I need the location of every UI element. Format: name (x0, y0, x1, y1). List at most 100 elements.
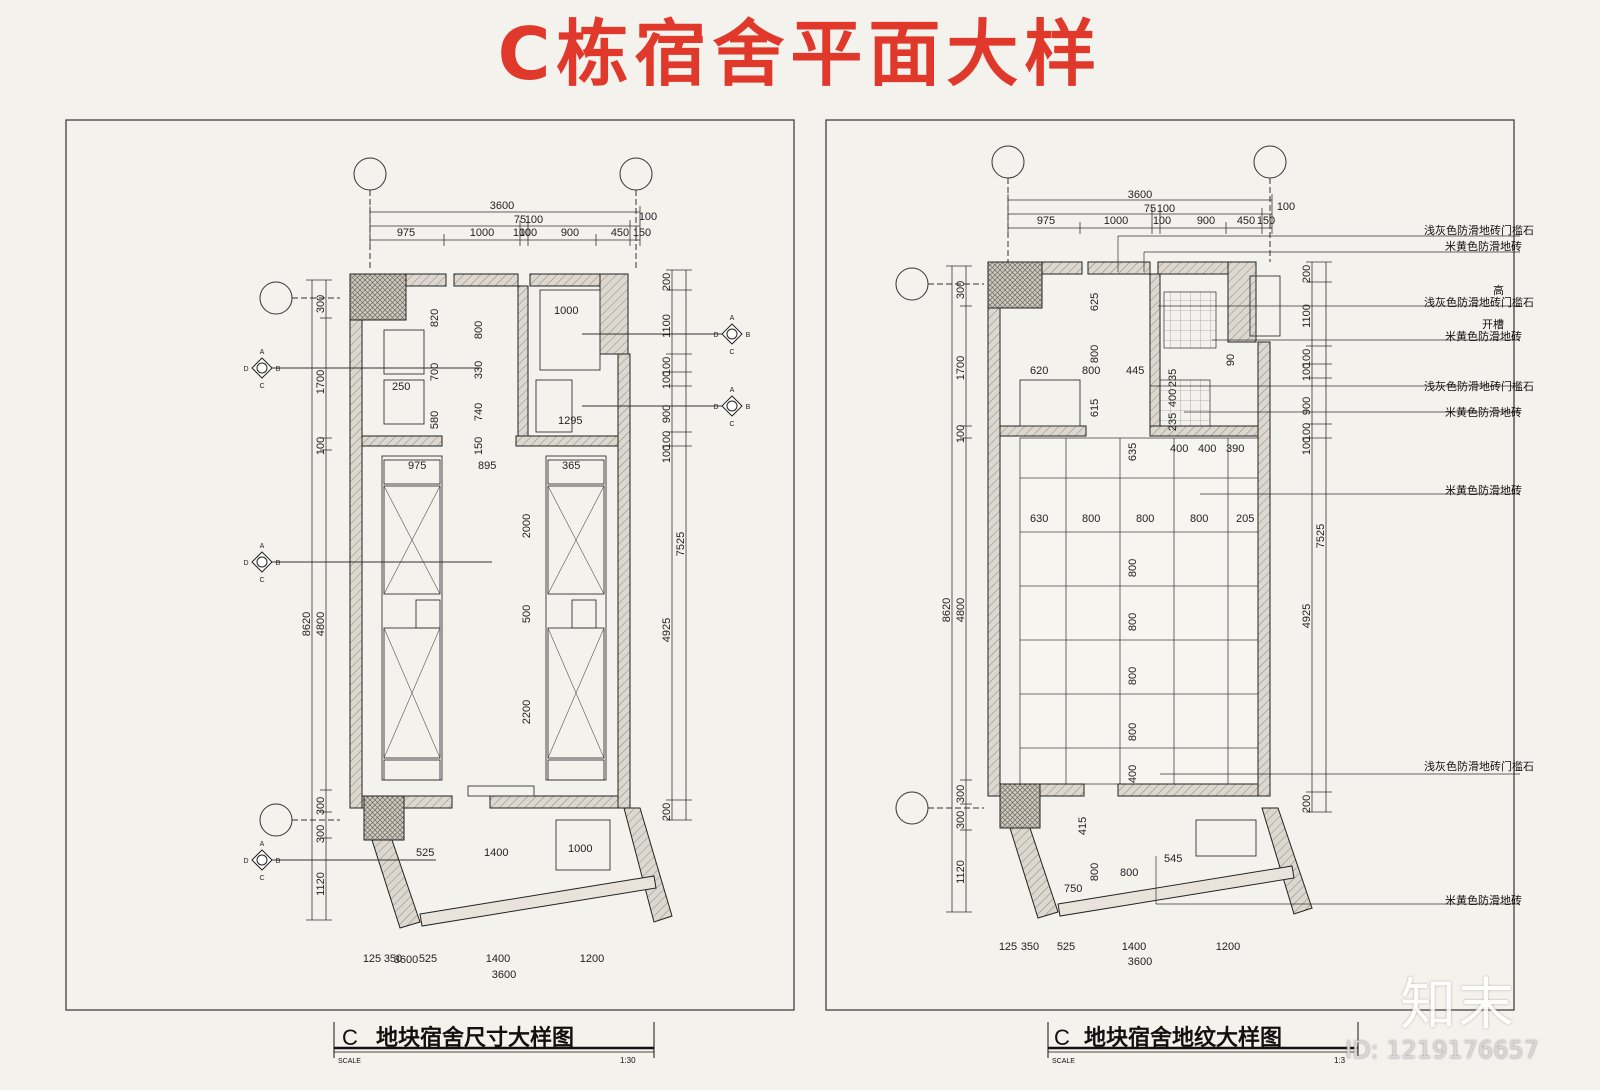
svg-text:浅灰色防滑地砖门槛石: 浅灰色防滑地砖门槛石 (1424, 223, 1534, 237)
svg-text:C: C (729, 421, 734, 428)
page-title: C栋宿舍平面大样 (497, 12, 1103, 96)
svg-text:地块宿舍尺寸大样图: 地块宿舍尺寸大样图 (376, 1025, 574, 1050)
svg-text:1:3: 1:3 (1334, 1056, 1346, 1065)
right-dim-text: 3600 75 100 975 1000 100 900 450 150 100… (999, 189, 1295, 968)
svg-text:100: 100 (955, 425, 967, 443)
svg-text:800: 800 (1120, 867, 1138, 879)
svg-text:125: 125 (363, 953, 381, 965)
svg-text:C: C (1054, 1025, 1070, 1050)
svg-text:米黄色防滑地砖: 米黄色防滑地砖 (1445, 239, 1522, 253)
svg-text:SCALE: SCALE (1052, 1058, 1075, 1065)
svg-text:445: 445 (1126, 365, 1144, 377)
svg-text:米黄色防滑地砖: 米黄色防滑地砖 (1445, 405, 1522, 419)
svg-text:200: 200 (661, 803, 673, 821)
svg-text:100: 100 (1277, 201, 1295, 213)
svg-text:C: C (729, 349, 734, 356)
left-vertical-dim-text: 8620 300 1700 100 4800 300 300 1120 7525… (301, 273, 687, 896)
svg-text:820: 820 (429, 309, 441, 327)
svg-text:400: 400 (1127, 765, 1139, 783)
svg-text:620: 620 (1030, 365, 1048, 377)
svg-text:150: 150 (633, 227, 651, 239)
svg-text:100: 100 (1301, 437, 1313, 455)
svg-text:4925: 4925 (661, 618, 673, 642)
svg-text:300: 300 (315, 295, 327, 313)
svg-text:米黄色防滑地砖: 米黄色防滑地砖 (1445, 893, 1522, 907)
svg-text:200: 200 (1301, 265, 1313, 283)
svg-text:A: A (260, 349, 265, 356)
svg-text:75: 75 (1144, 203, 1156, 215)
svg-text:200: 200 (1301, 795, 1313, 813)
svg-text:100: 100 (513, 227, 531, 239)
watermark-logo: 知末 (1400, 973, 1516, 1038)
svg-text:3600: 3600 (394, 954, 418, 966)
svg-text:800: 800 (1089, 345, 1101, 363)
left-right-dims (666, 269, 692, 821)
svg-text:浅灰色防滑地砖门槛石: 浅灰色防滑地砖门槛石 (1424, 759, 1534, 773)
svg-text:1200: 1200 (580, 953, 604, 965)
left-side-dims (306, 279, 332, 921)
svg-text:1400: 1400 (486, 953, 510, 965)
svg-text:D: D (243, 366, 248, 373)
svg-text:高: 高 (1493, 283, 1504, 297)
svg-text:A: A (260, 543, 265, 550)
svg-text:800: 800 (1190, 513, 1208, 525)
svg-text:1120: 1120 (955, 860, 967, 884)
svg-text:100: 100 (1301, 349, 1313, 367)
svg-text:700: 700 (429, 363, 441, 381)
svg-text:3600: 3600 (1128, 956, 1152, 968)
svg-text:1400: 1400 (484, 847, 508, 859)
svg-text:975: 975 (397, 227, 415, 239)
svg-text:1000: 1000 (554, 305, 578, 317)
right-floor-grid (1019, 291, 1259, 785)
svg-text:300: 300 (315, 825, 327, 843)
left-top-dims (369, 206, 641, 246)
svg-text:C: C (259, 577, 264, 584)
svg-text:D: D (713, 404, 718, 411)
svg-text:895: 895 (478, 460, 496, 472)
svg-text:750: 750 (1064, 883, 1082, 895)
svg-text:1:30: 1:30 (620, 1056, 636, 1065)
svg-text:B: B (276, 366, 281, 373)
svg-text:米黄色防滑地砖: 米黄色防滑地砖 (1445, 329, 1522, 343)
svg-text:1000: 1000 (470, 227, 494, 239)
svg-text:800: 800 (473, 321, 485, 339)
svg-text:100: 100 (661, 371, 673, 389)
left-grid-bubbles (259, 157, 653, 837)
left-furniture (381, 289, 611, 871)
svg-text:630: 630 (1030, 513, 1048, 525)
svg-text:100: 100 (1301, 363, 1313, 381)
svg-text:C: C (259, 383, 264, 390)
right-grid-bubbles (895, 145, 1287, 825)
svg-text:D: D (243, 560, 248, 567)
svg-text:235: 235 (1167, 413, 1179, 431)
svg-text:3600: 3600 (1128, 189, 1152, 201)
svg-text:100: 100 (1153, 215, 1171, 227)
svg-text:C: C (342, 1025, 358, 1050)
svg-text:75: 75 (514, 214, 526, 226)
svg-text:开槽: 开槽 (1482, 318, 1504, 331)
svg-text:800: 800 (1127, 723, 1139, 741)
svg-text:C: C (259, 875, 264, 882)
svg-text:635: 635 (1127, 443, 1139, 461)
svg-text:1400: 1400 (1122, 941, 1146, 953)
svg-text:800: 800 (1127, 667, 1139, 685)
svg-text:100: 100 (639, 211, 657, 223)
svg-text:100: 100 (1157, 203, 1175, 215)
svg-text:D: D (243, 858, 248, 865)
svg-text:B: B (276, 858, 281, 865)
svg-text:2000: 2000 (521, 514, 533, 538)
svg-text:235: 235 (1167, 369, 1179, 387)
svg-text:A: A (260, 841, 265, 848)
svg-text:B: B (746, 404, 751, 411)
svg-text:A: A (730, 315, 735, 322)
svg-text:1000: 1000 (1104, 215, 1128, 227)
svg-text:1120: 1120 (315, 872, 327, 896)
svg-text:365: 365 (562, 460, 580, 472)
svg-text:100: 100 (661, 445, 673, 463)
right-side-dims (946, 265, 972, 913)
svg-text:350: 350 (384, 953, 402, 965)
left-furniture-diagonals (383, 485, 605, 759)
svg-text:300: 300 (955, 281, 967, 299)
svg-text:100: 100 (519, 227, 537, 239)
